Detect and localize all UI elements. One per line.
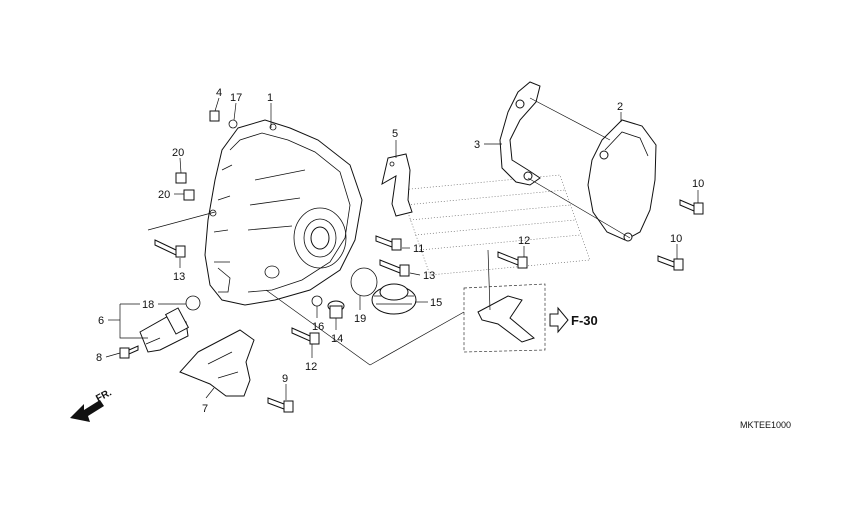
callout-5: 5 <box>392 128 398 140</box>
callout-9: 9 <box>282 373 288 385</box>
callout-13-right: 13 <box>423 270 435 282</box>
sensor <box>139 307 190 353</box>
guide-plate <box>499 81 541 186</box>
o-ring-19 <box>350 267 378 297</box>
callout-20-bottom: 20 <box>158 189 170 201</box>
background-hatch <box>399 174 591 276</box>
reference-arrow <box>549 306 569 334</box>
callout-20-top: 20 <box>172 147 184 159</box>
bracket-5 <box>381 153 413 217</box>
callout-12-right: 12 <box>518 235 530 247</box>
callout-10-bottom: 10 <box>670 233 682 245</box>
outer-cover <box>587 119 657 242</box>
callout-12-bottom: 12 <box>305 361 317 373</box>
callout-10-top: 10 <box>692 178 704 190</box>
callout-8: 8 <box>96 352 102 364</box>
front-arrow <box>70 400 104 422</box>
callout-19: 19 <box>354 313 366 325</box>
callout-13-left: 13 <box>173 271 185 283</box>
o-ring-18 <box>185 295 201 311</box>
callout-7: 7 <box>202 403 208 415</box>
reference-box <box>463 283 546 353</box>
callout-14: 14 <box>331 333 343 345</box>
plug-14 <box>327 300 345 319</box>
washer-16 <box>311 295 323 307</box>
dowels <box>175 110 238 201</box>
callout-18: 18 <box>142 299 154 311</box>
front-label: FR. <box>94 387 114 404</box>
bracket-7 <box>179 329 255 397</box>
callout-11: 11 <box>413 243 424 255</box>
bolts <box>119 199 704 413</box>
callout-1: 1 <box>267 92 273 104</box>
callout-16: 16 <box>312 321 324 333</box>
callout-4: 4 <box>216 87 222 99</box>
callout-6: 6 <box>98 315 104 327</box>
leader-lines <box>105 97 699 400</box>
callout-17: 17 <box>230 92 242 104</box>
crankcase-cover <box>204 119 363 306</box>
callout-labels: 1 2 3 4 5 6 7 8 9 10 10 11 12 12 13 13 1… <box>96 87 704 415</box>
reference-label: F-30 <box>571 313 598 328</box>
callout-3: 3 <box>474 139 480 151</box>
drawing-code: MKTEE1000 <box>740 420 791 430</box>
plug-cap <box>371 283 417 315</box>
callout-15: 15 <box>430 297 442 309</box>
callout-2: 2 <box>617 101 623 113</box>
